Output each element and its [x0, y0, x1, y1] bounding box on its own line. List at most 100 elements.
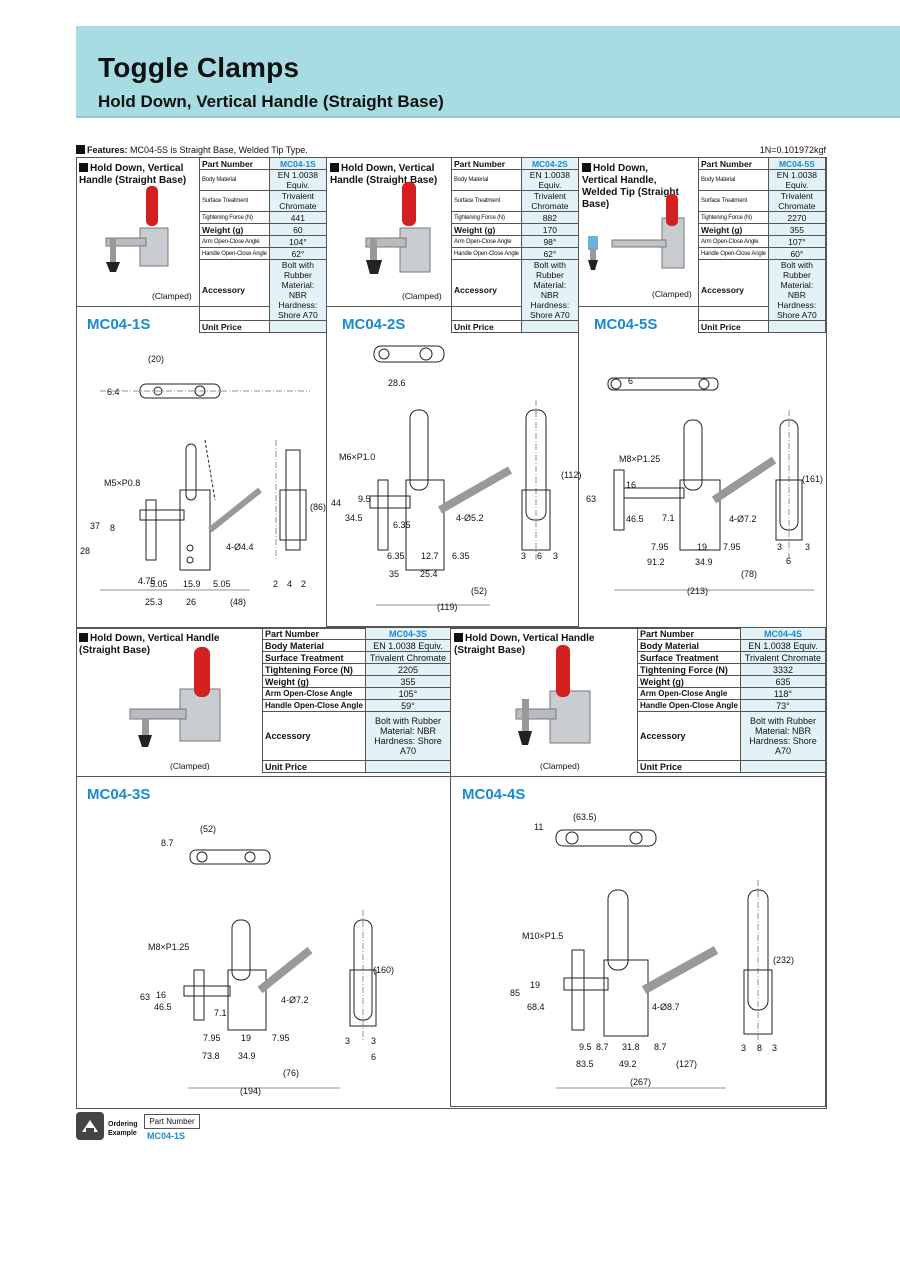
dim-label: 16	[156, 990, 167, 1000]
dim-label: (119)	[437, 602, 458, 612]
dim-label: 12.7	[421, 551, 439, 561]
mc04-4s-unit-price[interactable]	[739, 760, 827, 773]
page-subtitle: Hold Down, Vertical Handle (Straight Bas…	[98, 92, 444, 111]
dim-label: 9.5	[358, 494, 371, 504]
dim-label: 25.3	[145, 597, 163, 607]
dim-label: (213)	[687, 586, 709, 596]
mc04-4s-drawing-cell	[450, 776, 826, 1107]
dim-label: 68.4	[527, 1002, 545, 1012]
dim-label: (78)	[741, 569, 758, 579]
dim-label: 26	[186, 597, 197, 607]
mc04-3s-drawing	[183, 849, 377, 1089]
dim-label: 4-Ø8.7	[652, 1002, 680, 1012]
mc04-5s-photo	[588, 194, 685, 270]
dim-label: 7.1	[662, 513, 675, 523]
bullet-square-icon	[582, 163, 591, 172]
mc04-1s-unit-price[interactable]	[268, 320, 328, 333]
dim-label: 46.5	[154, 1002, 172, 1012]
dim-label: 85	[510, 988, 521, 998]
dim-label: 28	[80, 546, 91, 556]
dim-label: 4-Ø7.2	[729, 514, 757, 524]
mc04-3s-part-number[interactable]: MC04-3S	[364, 627, 452, 640]
mc04-4s-part-number[interactable]: MC04-4S	[739, 627, 827, 640]
bullet-square-icon	[76, 145, 85, 154]
mc04-5s-part-number[interactable]: MC04-5S	[767, 157, 827, 170]
dim-label: (112)	[561, 470, 582, 480]
dim-label: (160)	[373, 965, 395, 975]
mc04-2s-drawing-title: MC04-2S	[342, 316, 406, 333]
dim-label: 6.35	[452, 551, 470, 561]
mc04-2s-unit-price[interactable]	[520, 320, 580, 333]
dim-label: 3	[805, 542, 811, 552]
mc04-3s-drawing-title: MC04-3S	[87, 786, 151, 803]
dim-label: (232)	[773, 955, 795, 965]
dim-label: 6	[371, 1052, 377, 1062]
dim-label: 4.75	[138, 576, 156, 586]
features-line: Features: MC04-5S is Straight Base, Weld…	[76, 145, 826, 155]
dim-label: 6	[537, 551, 543, 561]
dim-label: 3	[741, 1043, 747, 1053]
dim-label: 35	[389, 569, 400, 579]
dim-label: (267)	[630, 1077, 652, 1087]
features-text: MC04-5S is Straight Base, Welded Tip Typ…	[130, 145, 308, 155]
dim-label: (52)	[200, 824, 217, 834]
ordering-part-number-value[interactable]: MC04-1S	[147, 1131, 186, 1141]
mc04-3s-clamped-label: (Clamped)	[170, 761, 210, 771]
dim-label: 83.5	[576, 1059, 594, 1069]
dim-label: 7.1	[214, 1008, 227, 1018]
dim-label: 3	[521, 551, 527, 561]
dim-label: 4-Ø5.2	[456, 513, 484, 523]
dim-label: 7.95	[203, 1033, 221, 1043]
mc04-1s-drawing-title: MC04-1S	[87, 316, 151, 333]
mc04-2s-type-label: Hold Down, Vertical Handle (Straight Bas…	[330, 163, 438, 186]
bullet-square-icon	[454, 633, 463, 642]
dim-label: M10×P1.5	[522, 931, 564, 941]
dim-label: 6	[628, 376, 634, 386]
dim-label: (48)	[230, 597, 247, 607]
mc04-4s-drawing-title: MC04-4S	[462, 786, 526, 803]
mc04-5s-type-label: Hold Down, Vertical Handle, Welded Tip (…	[582, 163, 679, 210]
dim-label: 16	[626, 480, 637, 490]
dim-label: 19	[530, 980, 541, 990]
mc04-3s-unit-price[interactable]	[364, 760, 452, 773]
dim-label: 6.4	[107, 387, 120, 397]
mc04-2s-clamped-label: (Clamped)	[402, 291, 442, 301]
dim-label: 19	[697, 542, 708, 552]
dim-label: 6	[786, 556, 792, 566]
bullet-square-icon	[79, 633, 88, 642]
dim-label: 63	[586, 494, 597, 504]
mc04-5s-unit-price[interactable]	[767, 320, 827, 333]
dim-label: 19	[241, 1033, 252, 1043]
dim-label: 2	[273, 579, 279, 589]
dim-label: (52)	[471, 586, 488, 596]
dim-label: M8×P1.25	[619, 454, 661, 464]
bullet-square-icon	[79, 163, 88, 172]
mc04-4s-photo	[515, 645, 591, 745]
dim-label: 3	[772, 1043, 778, 1053]
dim-label: 49.2	[619, 1059, 637, 1069]
dim-label: 91.2	[647, 557, 665, 567]
dim-label: 46.5	[626, 514, 644, 524]
dim-label: 5.05	[213, 579, 231, 589]
dim-label: 3	[345, 1036, 351, 1046]
mc04-1s-photo	[105, 186, 169, 272]
dim-label: 63	[140, 992, 151, 1002]
ordering-example-label: Ordering Example	[108, 1121, 138, 1137]
mc04-1s-part-number[interactable]: MC04-1S	[268, 157, 328, 170]
mc04-2s-drawing	[369, 345, 551, 606]
dim-label: 3	[371, 1036, 377, 1046]
mc04-2s-part-number[interactable]: MC04-2S	[520, 157, 580, 170]
dim-label: (20)	[148, 354, 165, 364]
mc04-1s-type-label: Hold Down, Vertical Handle (Straight Bas…	[79, 163, 187, 186]
dim-label: 8	[757, 1043, 763, 1053]
dim-label: (76)	[283, 1068, 300, 1078]
dim-label: 7.95	[272, 1033, 290, 1043]
dim-label: 2	[301, 579, 307, 589]
dim-label: M8×P1.25	[148, 942, 190, 952]
dim-label: 6.35	[393, 520, 411, 530]
dim-label: 73.8	[202, 1051, 220, 1061]
